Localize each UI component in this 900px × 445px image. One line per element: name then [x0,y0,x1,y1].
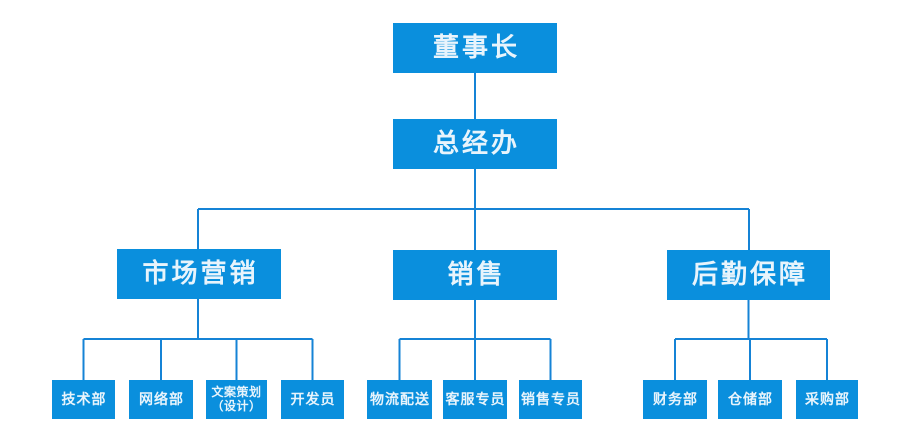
connector-logistics-branch [674,300,828,380]
node-network-dept-label: 网络部 [139,391,184,408]
node-developer: 开发员 [281,380,344,419]
node-gm-office: 总经办 [393,119,557,169]
connector-marketing-branch [82,299,314,380]
node-chairman: 董事长 [393,23,557,73]
node-gm-office-label: 总经办 [432,128,520,159]
node-chairman-label: 董事长 [432,32,520,63]
connector-root [197,73,750,250]
node-developer-label: 开发员 [290,391,336,408]
node-warehouse-dept: 仓储部 [718,380,782,419]
node-copywriting-label-line1: 文案策划 [211,384,262,399]
node-logistics-support-label: 后勤保障 [691,259,808,290]
node-copywriting-design: 文案策划 （设计） [206,380,267,419]
node-tech-dept: 技术部 [52,380,115,419]
node-copywriting-label-line2: （设计） [211,398,262,413]
node-purchasing-dept: 采购部 [796,380,858,419]
node-sales-specialist: 销售专员 [519,380,582,419]
node-finance-dept: 财务部 [643,380,707,419]
node-sales: 销售 [393,250,557,300]
node-logistics-delivery: 物流配送 [367,380,432,419]
node-network-dept: 网络部 [129,380,193,419]
connector-sales-branch [398,300,552,380]
node-customer-service: 客服专员 [443,380,507,419]
node-sales-label: 销售 [447,259,506,290]
node-logistics-support: 后勤保障 [667,250,830,300]
node-logistics-delivery-label: 物流配送 [370,391,430,408]
node-customer-service-label: 客服专员 [445,391,506,408]
node-marketing-label: 市场营销 [142,258,259,289]
node-tech-dept-label: 技术部 [61,391,107,408]
node-sales-specialist-label: 销售专员 [521,391,581,408]
node-finance-dept-label: 财务部 [653,391,698,408]
node-purchasing-dept-label: 采购部 [805,391,850,408]
node-warehouse-dept-label: 仓储部 [728,391,773,408]
node-marketing: 市场营销 [117,249,281,299]
